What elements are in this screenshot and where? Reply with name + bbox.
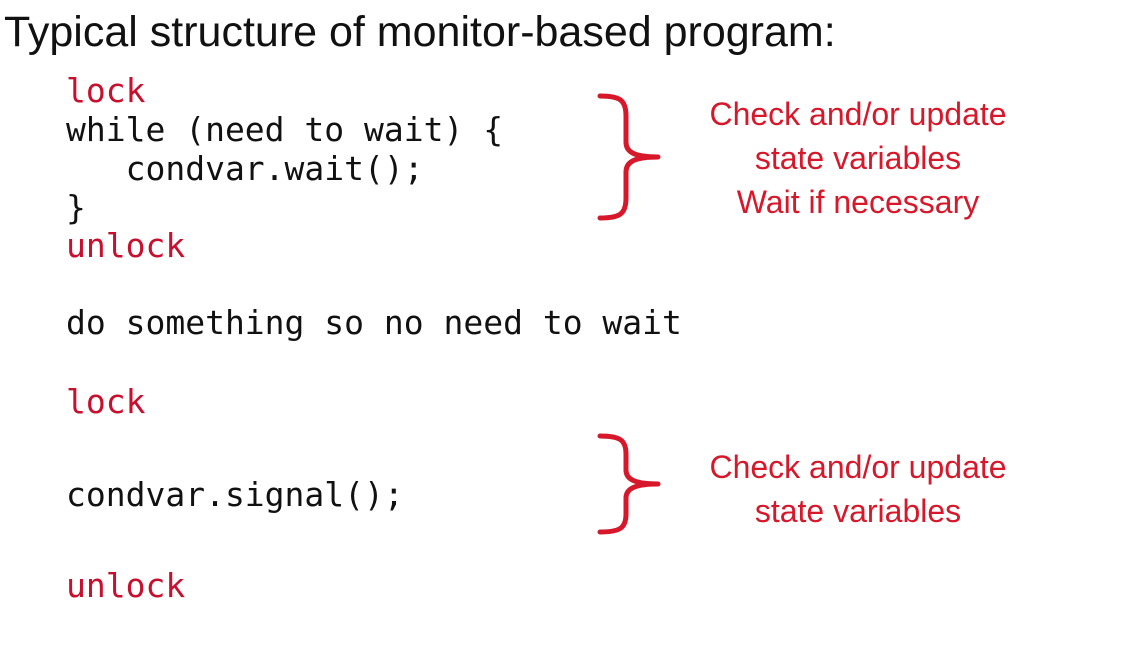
code-lock-1: lock <box>66 71 146 110</box>
code-unlock-1: unlock <box>66 226 186 265</box>
code-lock-2: lock <box>66 382 146 421</box>
annotation-line: Wait if necessary <box>736 184 980 220</box>
annotation-signal-section: Check and/or update state variables <box>674 445 1042 533</box>
code-signal-line: condvar.signal(); <box>66 475 404 514</box>
code-close-brace: } <box>66 188 86 227</box>
annotation-line: Check and/or update <box>709 449 1007 485</box>
annotation-line: state variables <box>754 493 962 529</box>
slide-title: Typical structure of monitor-based progr… <box>4 8 836 56</box>
code-wait-line: condvar.wait(); <box>66 149 424 188</box>
annotation-wait-section: Check and/or update state variables Wait… <box>674 92 1042 224</box>
annotation-line: state variables <box>754 140 962 176</box>
code-while-line: while (need to wait) { <box>66 110 504 149</box>
code-unlock-2: unlock <box>66 566 186 605</box>
curly-brace-icon <box>597 433 661 535</box>
curly-brace-icon <box>597 93 661 221</box>
annotation-line: Check and/or update <box>709 96 1007 132</box>
code-do-something-line: do something so no need to wait <box>66 303 682 342</box>
